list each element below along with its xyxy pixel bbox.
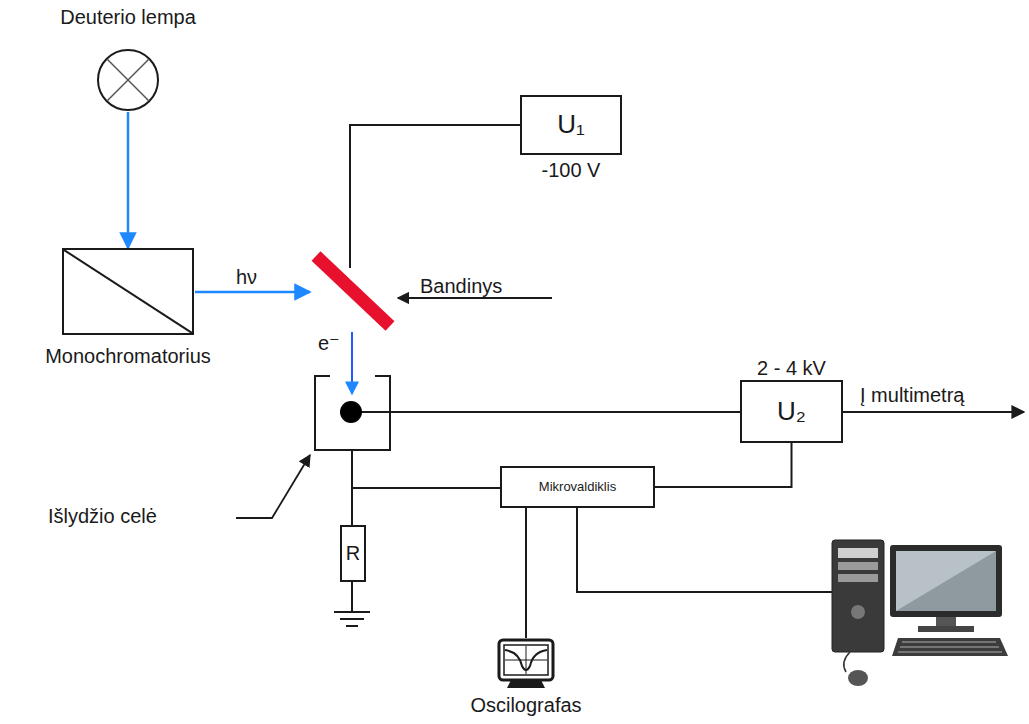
voltage-label: -100 V: [542, 159, 601, 182]
instrument-label: Oscilografas: [470, 694, 581, 717]
multimeter-arrow: [843, 411, 1024, 413]
electrode-wire: [362, 411, 740, 413]
power-supply-box: U₂2 - 4 kV: [740, 380, 843, 443]
electron-arrow: [351, 332, 353, 394]
signal-wire: [525, 508, 527, 638]
light-beam: [195, 291, 310, 294]
sample-plate: [316, 256, 390, 326]
monochromator-box: Monochromatorius: [62, 248, 194, 335]
lamp-label: Deuterio lempa: [60, 6, 196, 112]
controller-box: Mikrovaldiklis: [500, 466, 655, 508]
ground-symbol: [334, 611, 370, 613]
ground-symbol: [340, 618, 364, 620]
part-label: Bandinys: [420, 275, 502, 298]
signal-wire: [655, 443, 792, 487]
pointer-arrow: [398, 297, 552, 299]
device-label: Monochromatorius: [45, 345, 211, 368]
prism-diagonal: [64, 250, 192, 333]
supply-name: U₁: [557, 110, 585, 140]
lamp-circle: [96, 48, 160, 112]
light-beam: [127, 112, 130, 248]
lamp-symbol: Deuterio lempa: [38, 6, 218, 112]
electron-label: e⁻: [318, 332, 340, 355]
bias-wire: [350, 125, 520, 268]
signal-wire: [352, 487, 500, 489]
controller-label: Mikrovaldiklis: [539, 480, 616, 495]
cell-electrode: [340, 401, 362, 423]
resistor-label: R: [346, 542, 360, 565]
usb-wire: [577, 508, 835, 592]
ground-symbol: [346, 625, 358, 627]
oscilloscope-icon: Oscilografas: [466, 638, 586, 718]
computer-icon: [832, 540, 1008, 686]
oscilloscope-screen: [497, 638, 555, 690]
photon-label: hν: [236, 266, 257, 289]
voltage-label: 2 - 4 kV: [757, 357, 826, 380]
leader-line: [236, 455, 310, 518]
power-supply-box: U₁-100 V: [520, 95, 622, 155]
resistor-symbol: R: [340, 525, 366, 582]
part-label: Išlydžio celė: [48, 505, 157, 528]
output-label: Į multimetrą: [860, 384, 964, 407]
ground-wire: [351, 582, 353, 612]
supply-name: U₂: [777, 397, 806, 427]
